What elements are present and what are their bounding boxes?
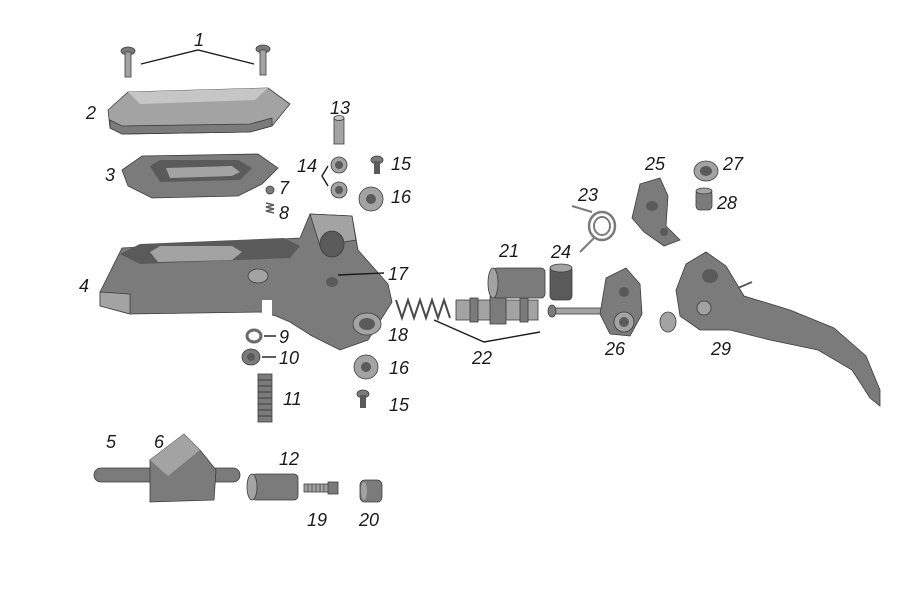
leader-1 — [140, 49, 255, 65]
part-16-washer-upper — [358, 186, 384, 212]
part-21-sleeve — [487, 267, 546, 299]
part-6-clamp — [149, 433, 217, 503]
callout-27: 27 — [722, 154, 744, 174]
part-10-cap — [241, 348, 261, 366]
part-29-lever-blade — [659, 251, 881, 407]
part-20-nut — [359, 479, 383, 503]
callout-29: 29 — [710, 339, 731, 359]
part-7-ball — [265, 185, 275, 195]
part-3-diaphragm — [121, 153, 279, 199]
callout-16-lower: 16 — [389, 358, 410, 378]
callout-26: 26 — [604, 339, 626, 359]
leader-17 — [337, 272, 385, 276]
part-18-bushing — [352, 312, 382, 336]
callout-1: 1 — [194, 30, 204, 50]
callout-25: 25 — [644, 154, 666, 174]
part-16-washer-lower — [353, 354, 379, 380]
part-13-pin — [333, 115, 345, 145]
callout-18: 18 — [388, 325, 408, 345]
callout-11: 11 — [283, 389, 302, 409]
part-27-bushing — [693, 160, 719, 182]
part-12-barrel — [246, 473, 299, 501]
callout-28: 28 — [716, 193, 737, 213]
callout-16-upper: 16 — [391, 187, 412, 207]
part-19-threaded-screw — [303, 481, 339, 495]
callout-24: 24 — [550, 242, 571, 262]
part-2-reservoir-cover — [107, 87, 291, 135]
part-15-bolt-upper — [370, 155, 384, 174]
callout-9: 9 — [279, 327, 289, 347]
callout-3: 3 — [105, 165, 115, 185]
callout-7: 7 — [279, 178, 290, 198]
callout-13: 13 — [330, 98, 350, 118]
callout-12: 12 — [279, 449, 299, 469]
callout-labels: 1 2 3 4 5 6 7 8 9 10 11 12 13 14 15 16 1… — [79, 30, 744, 530]
part-23-torsion-spring — [571, 205, 617, 253]
part-9-o-ring — [245, 328, 263, 344]
callout-23: 23 — [577, 185, 598, 205]
part-14-bushings — [321, 156, 348, 199]
callout-14: 14 — [297, 156, 317, 176]
part-1-screws — [120, 44, 271, 78]
part-8-small-spring — [265, 202, 275, 214]
part-24-cap — [549, 263, 573, 301]
callout-5: 5 — [106, 432, 117, 452]
callout-21: 21 — [498, 241, 519, 261]
callout-4: 4 — [79, 276, 89, 296]
screw-right — [255, 44, 271, 76]
callout-10: 10 — [279, 348, 299, 368]
callout-19: 19 — [307, 510, 327, 530]
callout-22: 22 — [471, 348, 492, 368]
callout-17: 17 — [388, 264, 409, 284]
leader-14 — [321, 165, 329, 187]
leader-22 — [433, 319, 541, 343]
part-28-bushing — [695, 187, 713, 211]
part-22-piston-assembly — [395, 295, 541, 343]
callout-15-lower: 15 — [389, 395, 410, 415]
part-4-lever-body — [99, 213, 393, 351]
part-25-cam — [631, 177, 681, 247]
screw-left — [120, 46, 136, 78]
part-26-pushrod — [547, 267, 643, 337]
callout-15-upper: 15 — [391, 154, 412, 174]
callout-20: 20 — [358, 510, 379, 530]
part-15-bolt-lower — [356, 389, 370, 408]
callout-6: 6 — [154, 432, 165, 452]
part-11-reach-knob — [257, 373, 273, 423]
callout-2: 2 — [85, 103, 96, 123]
callout-8: 8 — [279, 203, 289, 223]
